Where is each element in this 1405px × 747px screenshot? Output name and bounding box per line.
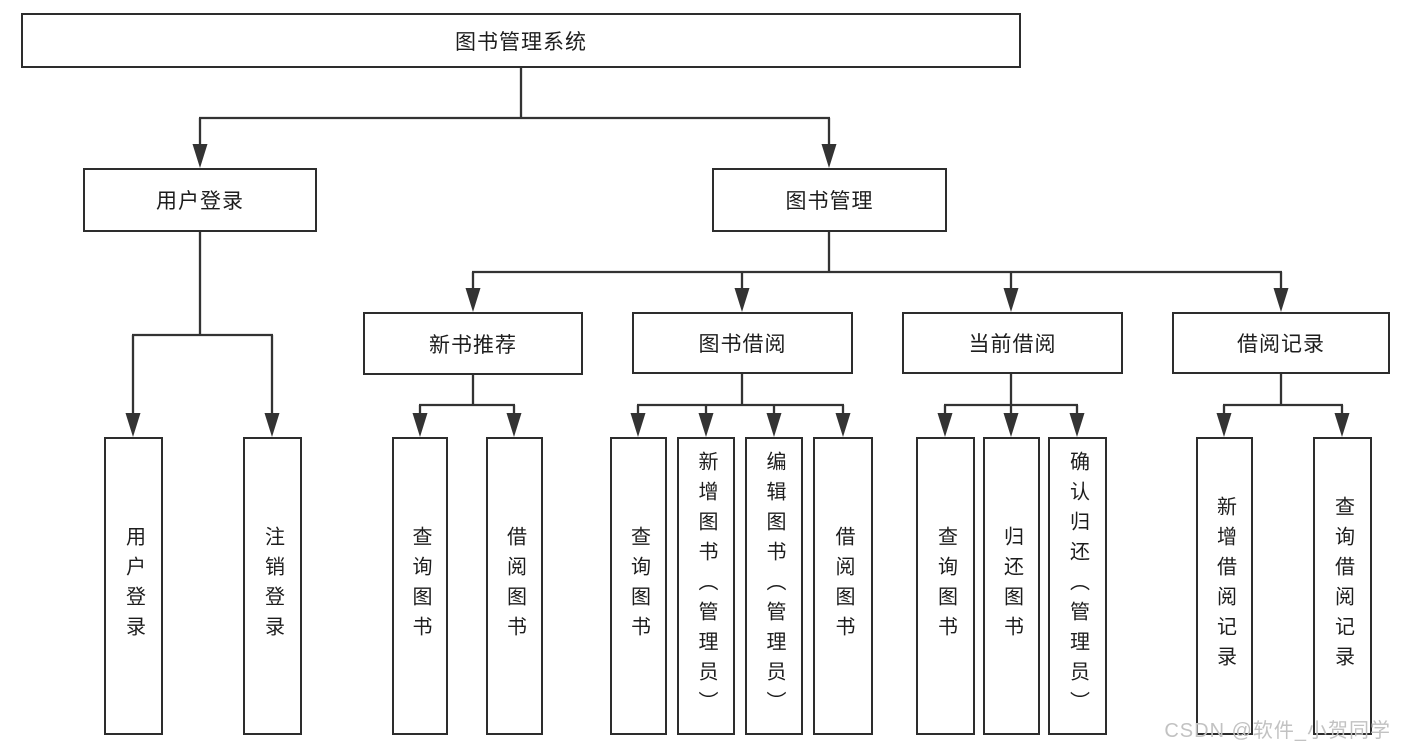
leaf-label-borrow-books-1: 借阅图书	[503, 526, 526, 646]
leaf-label-confirm-return-admin: 确认归还（管理员）	[1066, 451, 1089, 721]
leaf-box-return-books: 归还图书	[983, 437, 1040, 735]
leaf-label-logout: 注销登录	[261, 526, 284, 646]
leaf-box-borrow-books-1: 借阅图书	[486, 437, 543, 735]
node-box-book-management: 图书管理	[712, 168, 947, 232]
leaf-box-add-borrow-record: 新增借阅记录	[1196, 437, 1253, 735]
node-box-user-login: 用户登录	[83, 168, 317, 232]
leaf-label-user-login: 用户登录	[122, 526, 145, 646]
node-box-book-borrow: 图书借阅	[632, 312, 853, 374]
leaf-box-query-books-2: 查询图书	[610, 437, 667, 735]
leaf-box-query-books-3: 查询图书	[916, 437, 975, 735]
leaf-label-query-borrow-record: 查询借阅记录	[1331, 496, 1354, 676]
leaf-label-borrow-books-2: 借阅图书	[832, 526, 854, 646]
node-box-borrow-records: 借阅记录	[1172, 312, 1390, 374]
node-label-new-book-recommend: 新书推荐	[429, 333, 517, 357]
node-label-current-borrow: 当前借阅	[968, 333, 1057, 356]
leaf-label-query-books-3: 查询图书	[934, 526, 957, 646]
leaf-label-query-books-2: 查询图书	[627, 526, 650, 646]
leaf-box-user-login: 用户登录	[104, 437, 163, 735]
leaf-box-query-borrow-record: 查询借阅记录	[1313, 437, 1372, 735]
leaf-box-query-books-1: 查询图书	[392, 437, 448, 735]
node-label-borrow-records: 借阅记录	[1237, 333, 1325, 356]
node-box-root: 图书管理系统	[21, 13, 1021, 68]
leaf-label-query-books-1: 查询图书	[409, 526, 431, 646]
leaf-label-add-book-admin: 新增图书（管理员）	[695, 451, 717, 721]
leaf-box-borrow-books-2: 借阅图书	[813, 437, 873, 735]
node-box-new-book-recommend: 新书推荐	[363, 312, 583, 375]
leaf-box-logout: 注销登录	[243, 437, 302, 735]
node-label-book-management: 图书管理	[785, 190, 874, 213]
node-label-book-borrow: 图书借阅	[698, 333, 787, 356]
leaf-box-confirm-return-admin: 确认归还（管理员）	[1048, 437, 1107, 735]
csdn-watermark: CSDN @软件_小贺同学	[1164, 720, 1391, 742]
node-box-current-borrow: 当前借阅	[902, 312, 1123, 374]
node-label-user-login: 用户登录	[156, 190, 244, 213]
leaf-label-add-borrow-record: 新增借阅记录	[1213, 496, 1236, 676]
leaf-label-return-books: 归还图书	[1000, 526, 1023, 646]
leaf-box-edit-book-admin: 编辑图书（管理员）	[745, 437, 803, 735]
leaf-box-add-book-admin: 新增图书（管理员）	[677, 437, 735, 735]
node-label-root: 图书管理系统	[455, 30, 587, 54]
leaf-label-edit-book-admin: 编辑图书（管理员）	[763, 451, 785, 721]
arrowheads	[125, 144, 1350, 437]
